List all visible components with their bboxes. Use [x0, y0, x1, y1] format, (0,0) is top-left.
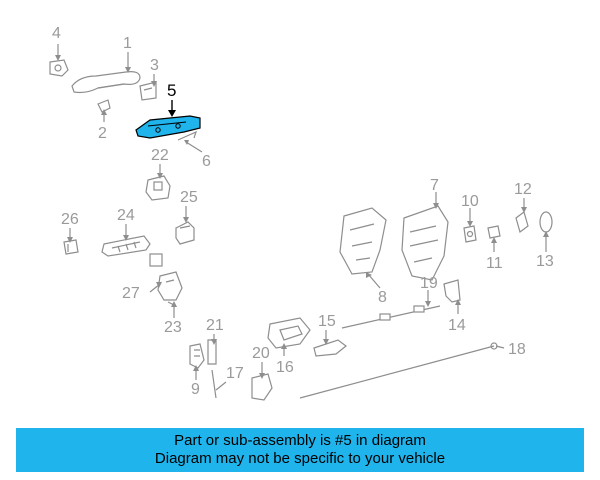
caption-band: Part or sub-assembly is #5 in diagram Di… [16, 428, 584, 472]
label-4: 4 [52, 25, 61, 42]
label-23: 23 [164, 319, 182, 336]
label-11: 11 [486, 255, 503, 272]
caption-line-2: Diagram may not be specific to your vehi… [154, 450, 446, 467]
part-11 [487, 225, 501, 239]
label-15: 15 [318, 313, 336, 330]
label-21: 21 [206, 317, 224, 334]
label-13: 13 [536, 253, 554, 270]
label-17: 17 [226, 365, 244, 382]
part-6 [177, 130, 197, 141]
part-2 [97, 99, 111, 113]
caption-line-1: Part or sub-assembly is #5 in diagram [174, 432, 426, 449]
label-19: 19 [420, 275, 438, 292]
label-2: 2 [98, 125, 107, 142]
label-25: 25 [180, 189, 198, 206]
label-6: 6 [202, 153, 211, 170]
part-9 [189, 343, 205, 369]
label-26: 26 [61, 211, 79, 228]
label-20: 20 [252, 345, 270, 362]
part-25 [175, 221, 195, 245]
label-16: 16 [276, 359, 294, 376]
label-5: 5 [167, 81, 176, 100]
label-14: 14 [448, 317, 466, 334]
label-27: 27 [122, 285, 140, 302]
label-3: 3 [150, 57, 159, 74]
part-24 [101, 235, 151, 257]
part-21 [207, 339, 217, 365]
label-10: 10 [461, 193, 479, 210]
part-16 [267, 317, 311, 349]
leader-lines [55, 44, 549, 391]
label-12: 12 [514, 181, 532, 198]
part-12 [515, 210, 529, 234]
part-5-highlighted [135, 115, 201, 139]
part-7 [401, 205, 449, 281]
part-19-cable [341, 305, 441, 329]
part-15 [313, 339, 347, 357]
part-26 [63, 239, 79, 255]
part-8 [339, 207, 387, 275]
part-14 [443, 279, 461, 303]
part-22 [145, 175, 171, 201]
part-20 [251, 373, 273, 401]
label-9: 9 [191, 381, 200, 398]
label-1: 1 [123, 35, 132, 52]
part-small-box [149, 253, 163, 267]
part-4 [49, 59, 69, 77]
part-17 [211, 369, 217, 399]
part-13 [539, 211, 553, 233]
diagram-parts [49, 59, 553, 401]
label-8: 8 [378, 289, 387, 306]
part-labels: 4 1 3 5 2 6 22 25 26 24 27 23 21 9 17 20… [52, 25, 554, 398]
label-24: 24 [117, 207, 135, 224]
part-10 [463, 225, 477, 243]
label-18: 18 [508, 341, 526, 358]
part-27 [157, 271, 183, 301]
label-7: 7 [430, 177, 439, 194]
label-22: 22 [151, 147, 169, 164]
part-1 [71, 71, 141, 94]
part-3 [139, 81, 157, 101]
